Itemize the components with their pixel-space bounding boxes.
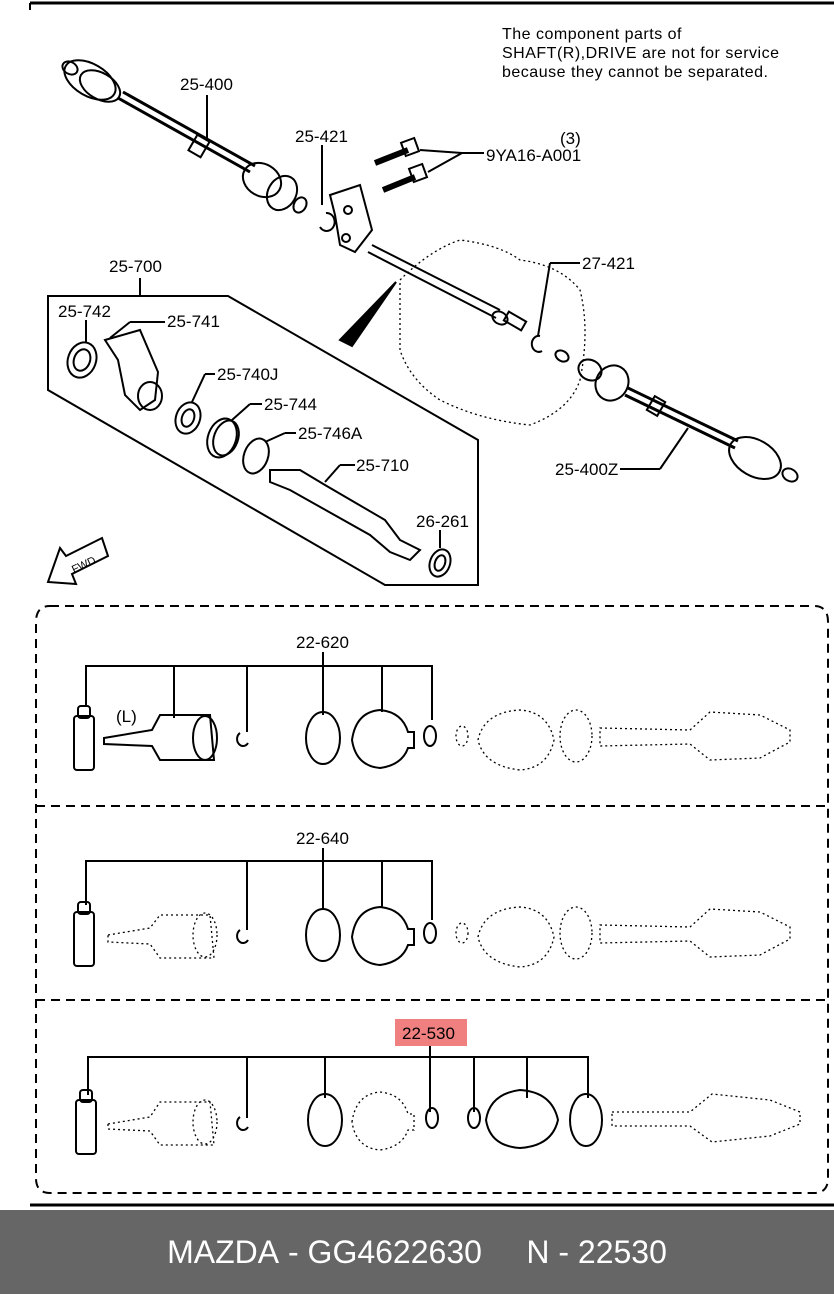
drive-shaft-25-400 <box>61 59 308 214</box>
label-25-746a: 25-746A <box>298 424 363 443</box>
fwd-label: FWD <box>70 555 98 576</box>
highlight-22-530 <box>395 1019 467 1046</box>
fwd-arrow-icon <box>46 536 110 586</box>
label-25-400z: 25-400Z <box>555 460 618 479</box>
label-25-741: 25-741 <box>167 312 220 331</box>
note-line-1: The component parts of <box>502 26 682 43</box>
footer-bar: MAZDA - GG4622630 N - 22530 <box>0 1210 834 1294</box>
label-26-261: 26-261 <box>416 512 469 531</box>
label-25-400: 25-400 <box>180 75 233 94</box>
label-25-744: 25-744 <box>264 395 317 414</box>
label-25-742: 25-742 <box>58 302 111 321</box>
footer-separator: - <box>279 1233 308 1270</box>
drive-shaft-25-400z <box>554 349 799 483</box>
kit-row-22-530 <box>75 1045 801 1155</box>
label-25-700: 25-700 <box>109 257 162 276</box>
label-bolt-qty: (3) <box>560 129 581 148</box>
note-line-2: SHAFT(R),DRIVE are not for service <box>502 45 780 62</box>
label-left-side: (L) <box>116 707 137 726</box>
note: The component parts of SHAFT(R),DRIVE ar… <box>502 26 780 81</box>
parts-diagram: The component parts of SHAFT(R),DRIVE ar… <box>29 1 834 1207</box>
label-9ya16-a001: 9YA16-A001 <box>486 146 581 165</box>
footer-part-number: GG4622630 <box>307 1233 482 1270</box>
kit-box-25-700 <box>47 295 479 586</box>
label-27-421: 27-421 <box>582 254 635 273</box>
label-22-620: 22-620 <box>296 633 349 652</box>
label-25-421: 25-421 <box>295 127 348 146</box>
kit-row-22-640 <box>73 848 791 968</box>
label-25-710: 25-710 <box>356 456 409 475</box>
footer-ref: N - 22530 <box>526 1233 667 1270</box>
note-line-3: because they cannot be separated. <box>502 64 768 81</box>
label-22-530: 22-530 <box>402 1024 455 1043</box>
label-25-740j: 25-740J <box>217 365 278 384</box>
label-22-640: 22-640 <box>296 829 349 848</box>
kit-row-22-620 <box>73 652 791 771</box>
bolts-9ya16 <box>373 136 484 193</box>
footer-gap <box>482 1234 526 1271</box>
kit-panel <box>35 605 829 1194</box>
circlip-25-421 <box>319 211 336 232</box>
bearing-bracket <box>328 183 374 254</box>
footer-brand: MAZDA <box>167 1233 280 1270</box>
intermediate-shaft <box>367 244 528 332</box>
